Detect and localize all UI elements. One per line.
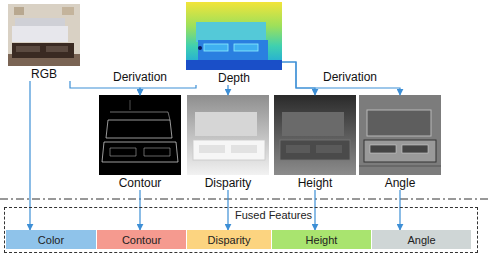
arrow-connector [314,190,315,230]
image-panel: Angle [359,95,441,190]
arrow-connector [399,190,400,230]
arrow-connector [282,62,315,95]
feature-bar: Height [272,230,371,249]
disparity-map [187,95,269,175]
height-map [274,95,356,175]
image-caption: Height [274,176,356,190]
contour-map [99,95,181,175]
dash-dot-separator [0,199,490,200]
feature-bar: Contour [97,230,186,249]
feature-bar: Angle [372,230,471,249]
bar-label: Color [38,234,64,246]
image-caption: Angle [359,176,441,190]
depth-map [186,2,282,70]
edge-label: Derivation [112,70,168,84]
image-panel: Depth [186,2,282,85]
rgb-photo [8,4,80,66]
image-panel: Disparity [187,95,269,190]
image-caption: Depth [186,71,282,85]
arrow-connector [227,190,228,230]
image-caption: RGB [8,67,80,81]
image-panel: Contour [99,95,181,190]
feature-group: Fused FeaturesColor Contour Disparity Heigh… [4,207,478,253]
bar-label: Angle [407,234,435,246]
image-caption: Disparity [187,176,269,190]
arrow-connector [139,190,140,230]
edge-label: Derivation [322,70,378,84]
arrow-connector [140,85,196,95]
angle-map [359,95,441,175]
image-panel: RGB [8,4,80,81]
arrow-connector [227,85,228,95]
image-panel: Height [274,95,356,190]
feature-bar: Color [6,230,96,249]
arrow-connector [282,62,400,95]
bar-label: Height [306,234,338,246]
group-heading: Fused Features [233,209,314,222]
image-caption: Contour [99,176,181,190]
feature-bar: Disparity [187,230,271,249]
bar-label: Disparity [208,234,251,246]
bar-label: Contour [122,234,161,246]
